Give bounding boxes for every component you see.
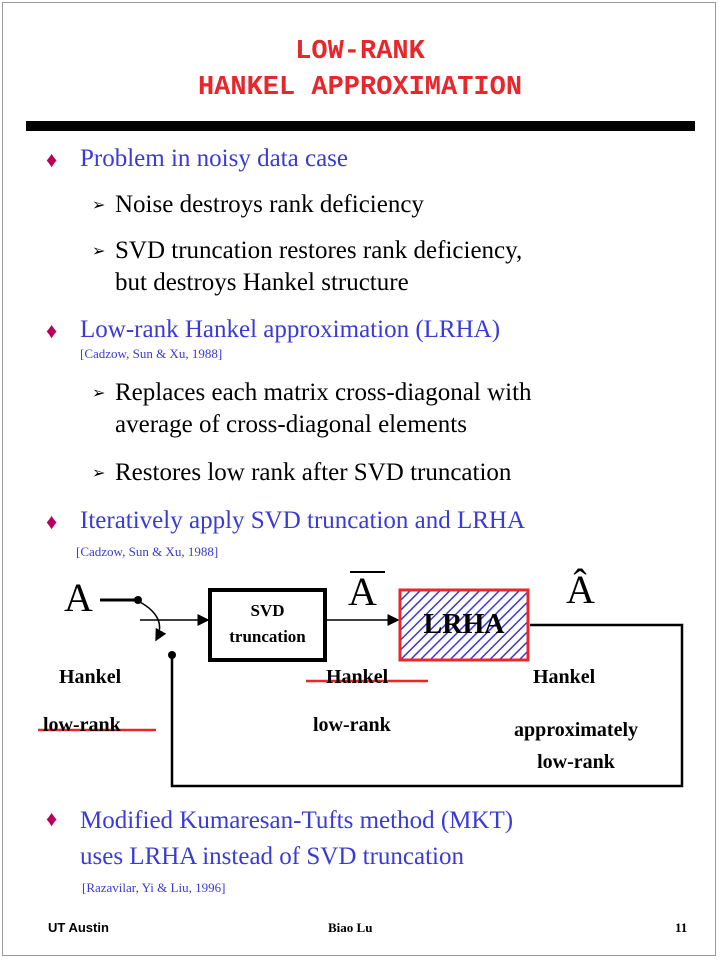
diamond-bullet-icon: ♦: [46, 509, 58, 534]
title-line-1: LOW-RANK: [295, 37, 425, 67]
diamond-bullet-icon: ♦: [46, 147, 58, 172]
input-matrix-symbol: A: [64, 575, 93, 620]
footer-institution: UT Austin: [48, 920, 109, 935]
bullet-mkt-line-1: Modified Kumaresan-Tufts method (MKT): [80, 807, 514, 834]
sub-bullet-svd-line-1: SVD truncation restores rank deficiency,: [115, 237, 523, 264]
sub-bullet-restores: Restores low rank after SVD truncation: [115, 459, 512, 486]
svd-box-label-line-1: SVD: [250, 601, 285, 620]
slide-title: LOW-RANK HANKEL APPROXIMATION: [0, 34, 720, 106]
footer-page-number: 11: [675, 920, 688, 935]
bullet-iterative: Iteratively apply SVD truncation and LRH…: [80, 507, 526, 534]
citation-cadzow-2: [Cadzow, Sun & Xu, 1988]: [76, 544, 219, 559]
bullet-problem: Problem in noisy data case: [80, 145, 348, 172]
svd-box-label: SVD truncation: [210, 598, 325, 650]
col3-hankel: Hankel: [533, 666, 596, 688]
feedback-node: [168, 651, 176, 659]
col3-line-2: low-rank: [537, 751, 615, 773]
sub-bullet-svd-line-2: but destroys Hankel structure: [115, 269, 409, 296]
col3-approx-low-rank: approximately low-rank: [488, 714, 664, 778]
arrow-bullet-icon: ➢: [92, 243, 106, 260]
lrha-box-label: LRHA: [423, 609, 505, 640]
footer-author: Biao Lu: [328, 920, 373, 935]
svd-box-label-line-2: truncation: [229, 627, 306, 646]
sub-bullet-replaces-line-1: Replaces each matrix cross-diagonal with: [115, 379, 532, 406]
col3-line-1: approximately: [513, 719, 639, 741]
citation-cadzow-1: [Cadzow, Sun & Xu, 1988]: [80, 346, 223, 361]
arrow-bullet-icon: ➢: [92, 385, 106, 402]
col2-low-rank: low-rank: [313, 714, 391, 736]
sub-bullet-replaces-line-2: average of cross-diagonal elements: [115, 411, 467, 438]
sub-bullet-replaces: Replaces each matrix cross-diagonal with…: [115, 377, 532, 441]
bullet-mkt-line-2: uses LRHA instead of SVD truncation: [80, 843, 464, 870]
switch-arm: [139, 601, 167, 642]
arrow-bullet-icon: ➢: [92, 197, 106, 214]
title-line-2: HANKEL APPROXIMATION: [197, 73, 523, 103]
arrow-bullet-icon: ➢: [92, 465, 106, 482]
col1-hankel: Hankel: [59, 666, 122, 688]
col2-hankel: Hankel: [326, 666, 389, 688]
title-rule: [26, 121, 695, 131]
sub-bullet-noise: Noise destroys rank deficiency: [115, 191, 424, 218]
feedback-loop: [170, 623, 684, 788]
svd-truncation-box: [208, 588, 327, 662]
col1-low-rank: low-rank: [43, 714, 121, 736]
bullet-lrha: Low-rank Hankel approximation (LRHA): [80, 316, 501, 343]
sub-bullet-svd: SVD truncation restores rank deficiency,…: [115, 235, 522, 299]
diamond-bullet-icon: ♦: [46, 806, 58, 831]
bullet-mkt: Modified Kumaresan-Tufts method (MKT) us…: [80, 803, 513, 875]
lrha-box: [398, 588, 530, 662]
citation-razavilar: [Razavilar, Yi & Liu, 1996]: [82, 880, 226, 895]
truncated-matrix-symbol: A: [348, 569, 377, 614]
diamond-bullet-icon: ♦: [46, 318, 58, 343]
approx-matrix-symbol: Â: [566, 567, 595, 612]
